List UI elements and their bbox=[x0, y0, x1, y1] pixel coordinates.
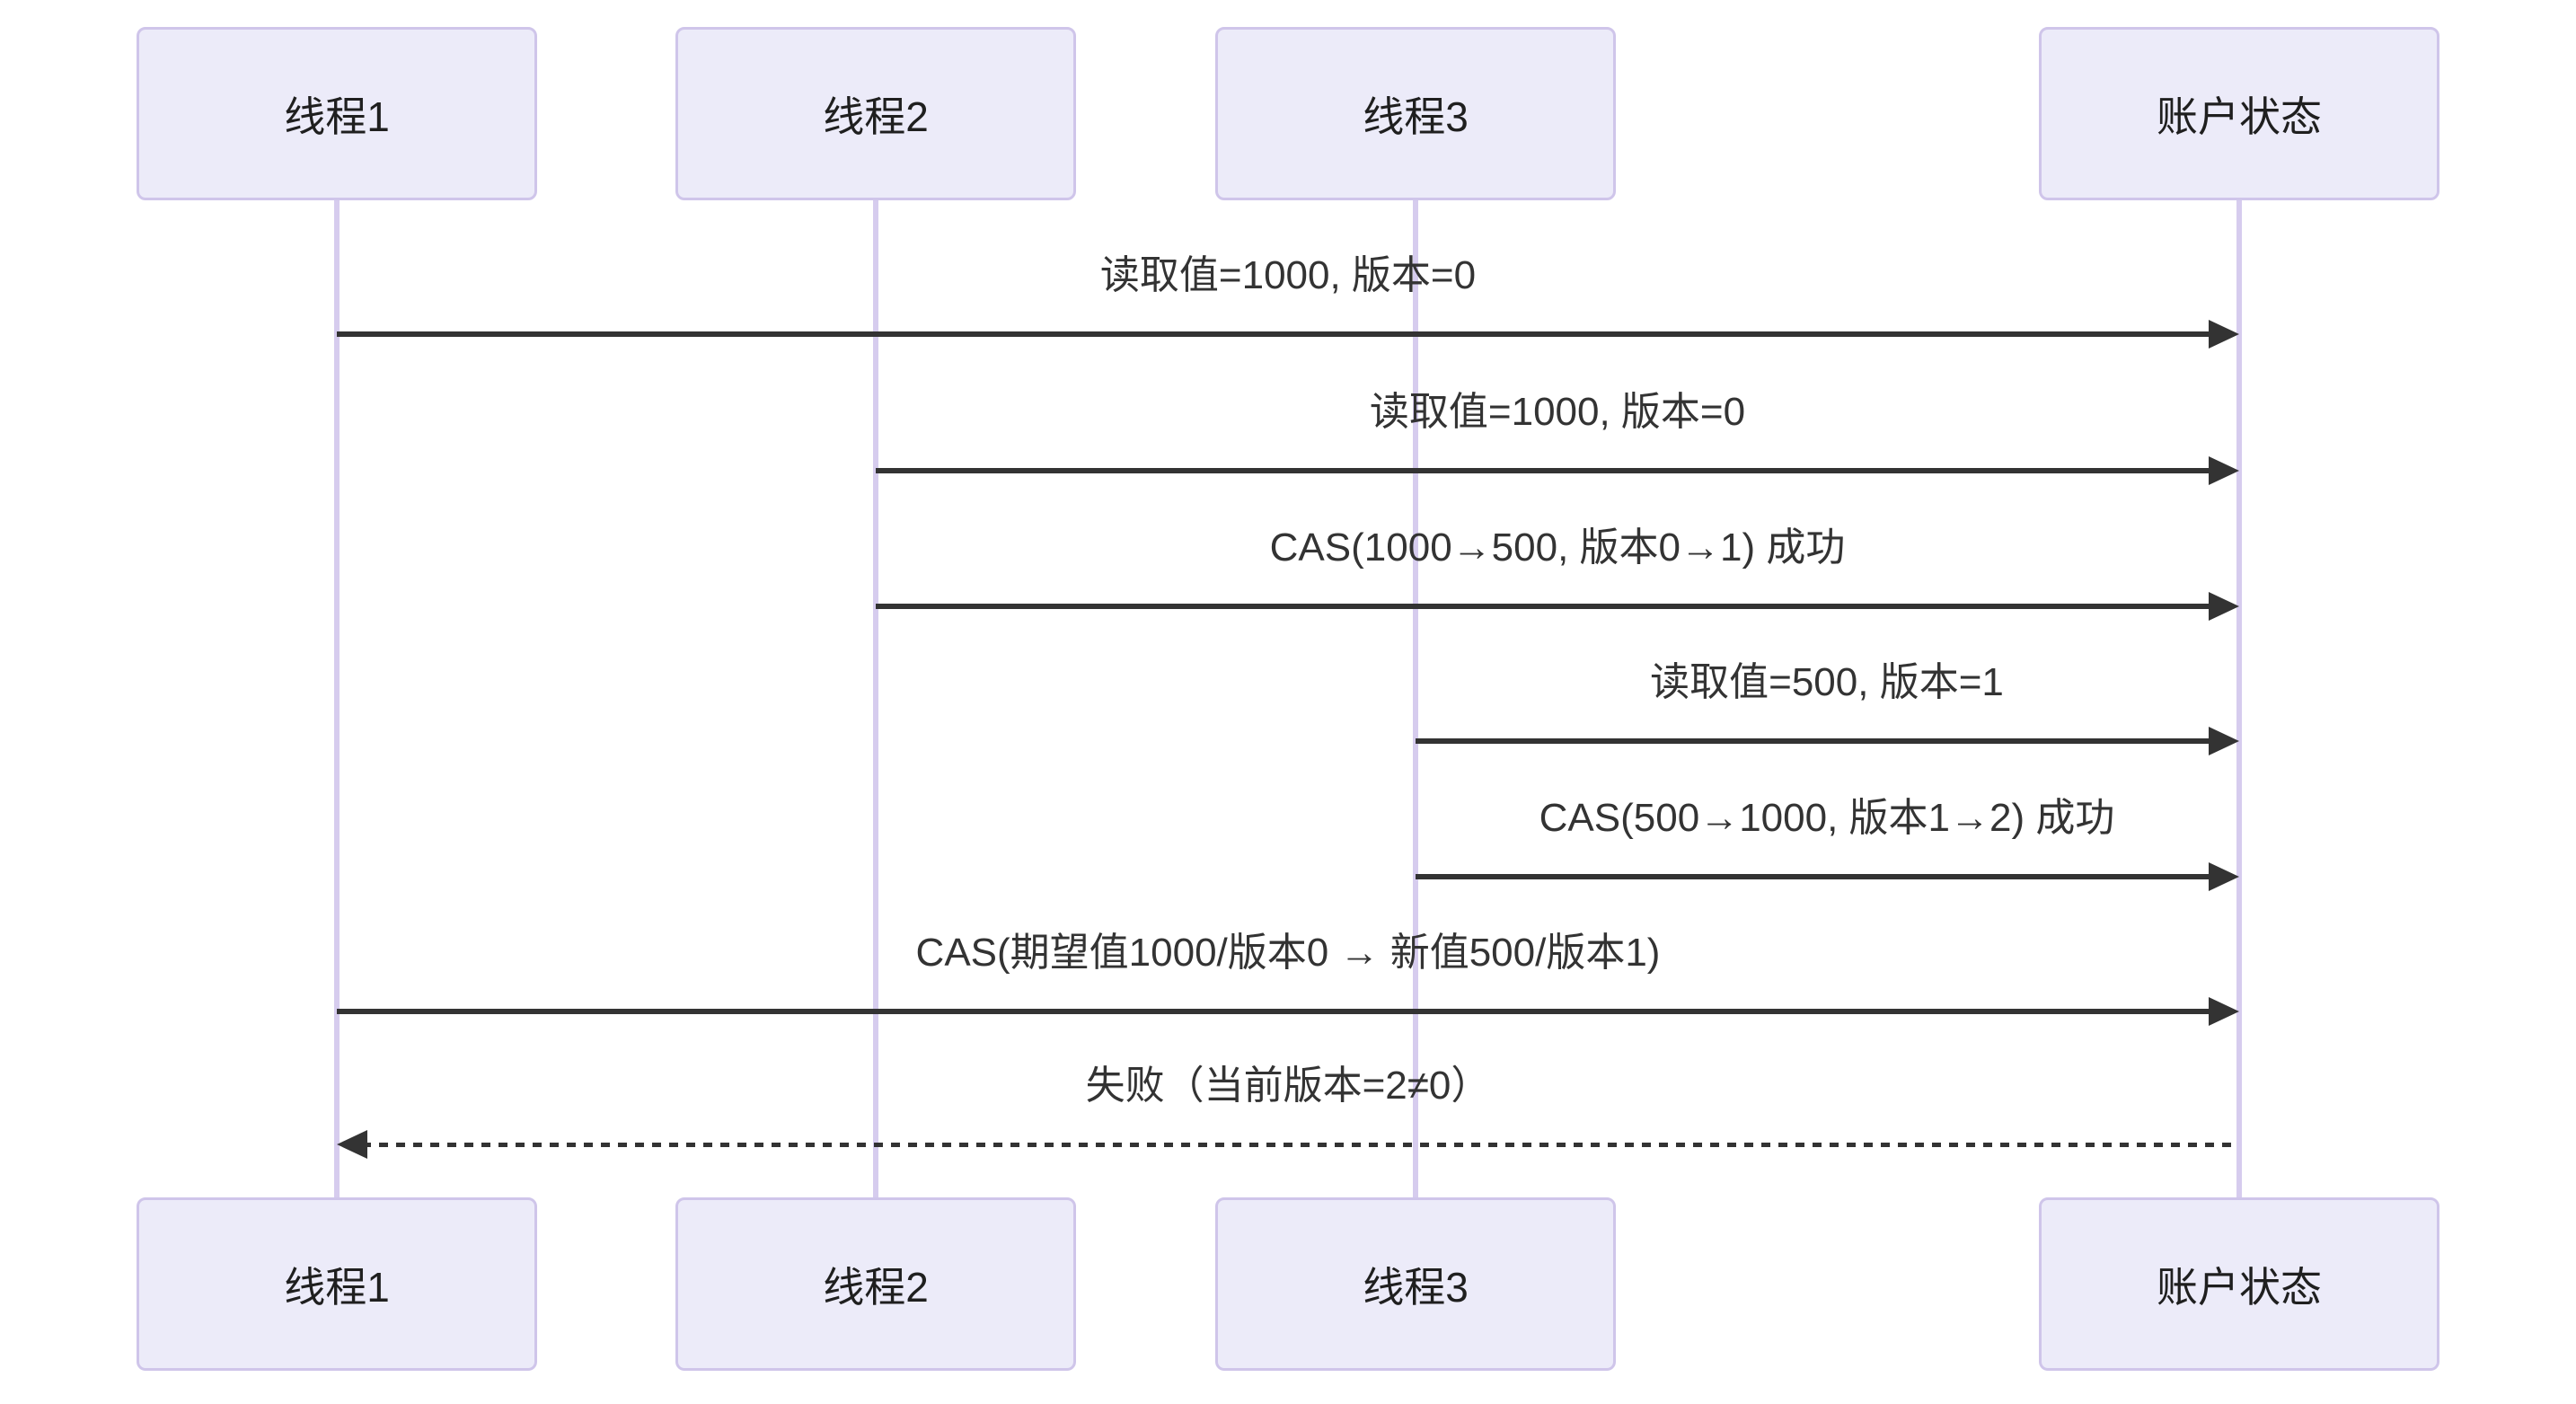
message-label: CAS(期望值1000/版本0 → 新值500/版本1) bbox=[915, 931, 1661, 975]
lifeline-thread2 bbox=[873, 198, 878, 1199]
message-line bbox=[1416, 738, 2214, 744]
arrowhead-right-icon bbox=[2209, 320, 2239, 349]
message-line bbox=[337, 1009, 2214, 1014]
message-label: 读取值=1000, 版本=0 bbox=[1369, 390, 1746, 434]
lifeline-thread3 bbox=[1413, 198, 1418, 1199]
message-line bbox=[337, 331, 2214, 337]
actor-label: 线程2 bbox=[823, 1263, 929, 1311]
actor-label: 线程1 bbox=[284, 93, 390, 140]
message-label: 读取值=1000, 版本=0 bbox=[1099, 253, 1477, 297]
message-label: CAS(500→1000, 版本1→2) 成功 bbox=[1539, 796, 2115, 840]
message-line bbox=[876, 468, 2214, 473]
actor-bottom-thread3: 线程3 bbox=[1215, 1197, 1616, 1371]
actor-label: 账户状态 bbox=[2157, 93, 2322, 140]
actor-bottom-account-state: 账户状态 bbox=[2039, 1197, 2439, 1371]
actor-top-thread1: 线程1 bbox=[137, 27, 537, 200]
message-line-dashed bbox=[362, 1143, 2239, 1147]
message-line bbox=[1416, 874, 2214, 879]
lifeline-thread1 bbox=[334, 198, 340, 1199]
actor-top-thread2: 线程2 bbox=[675, 27, 1076, 200]
lifeline-account-state bbox=[2236, 198, 2242, 1199]
arrowhead-right-icon bbox=[2209, 997, 2239, 1026]
arrowhead-left-icon bbox=[337, 1130, 367, 1159]
arrowhead-right-icon bbox=[2209, 862, 2239, 891]
actor-top-thread3: 线程3 bbox=[1215, 27, 1616, 200]
actor-label: 账户状态 bbox=[2157, 1263, 2322, 1311]
arrowhead-right-icon bbox=[2209, 456, 2239, 485]
actor-bottom-thread2: 线程2 bbox=[675, 1197, 1076, 1371]
message-label: 读取值=500, 版本=1 bbox=[1650, 660, 2004, 704]
actor-label: 线程2 bbox=[823, 93, 929, 140]
message-label: 失败（当前版本=2≠0） bbox=[1085, 1064, 1491, 1108]
message-label: CAS(1000→500, 版本0→1) 成功 bbox=[1269, 525, 1846, 570]
actor-label: 线程3 bbox=[1363, 93, 1469, 140]
message-line bbox=[876, 604, 2214, 609]
actor-label: 线程3 bbox=[1363, 1263, 1469, 1311]
actor-label: 线程1 bbox=[284, 1263, 390, 1311]
arrowhead-right-icon bbox=[2209, 727, 2239, 755]
actor-top-account-state: 账户状态 bbox=[2039, 27, 2439, 200]
arrowhead-right-icon bbox=[2209, 592, 2239, 621]
actor-bottom-thread1: 线程1 bbox=[137, 1197, 537, 1371]
